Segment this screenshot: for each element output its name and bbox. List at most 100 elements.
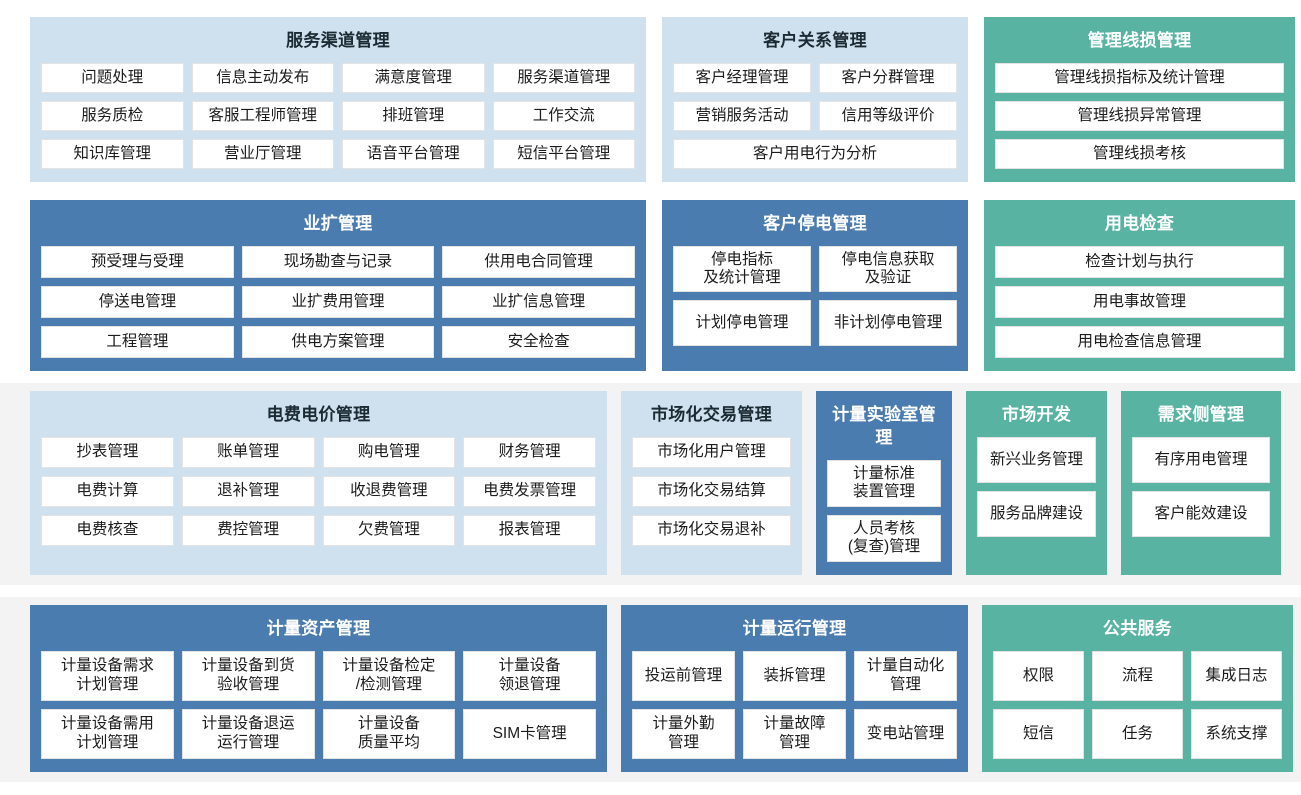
panel-management-line-loss[interactable]: 管理线损管理 管理线损指标及统计管理 管理线损异常管理 管理线损考核 — [984, 17, 1295, 182]
panel-power-inspection[interactable]: 用电检查 检查计划与执行 用电事故管理 用电检查信息管理 — [984, 199, 1295, 371]
panel-demand-side[interactable]: 需求侧管理 有序用电管理 客户能效建设 — [1121, 390, 1281, 575]
module-cell[interactable]: 计量设备需求 计划管理 — [41, 650, 174, 701]
panel-customer-relations[interactable]: 客户关系管理 客户经理管理 客户分群管理 营销服务活动 信用等级评价 客户用电行… — [662, 17, 968, 182]
panel-title: 客户关系管理 — [763, 31, 867, 50]
module-cell[interactable]: 停送电管理 — [41, 285, 234, 318]
module-cell[interactable]: 问题处理 — [41, 62, 184, 93]
module-cell[interactable]: 客户能效建设 — [1132, 490, 1270, 537]
module-cell[interactable]: 客户用电行为分析 — [673, 138, 957, 169]
module-cell[interactable]: 退补管理 — [181, 475, 315, 507]
module-cell[interactable]: 营业厅管理 — [191, 138, 334, 169]
module-cell[interactable]: 账单管理 — [181, 436, 315, 468]
module-cell[interactable]: 系统支撑 — [1191, 708, 1282, 759]
module-cell[interactable]: 停电信息获取 及验证 — [819, 245, 957, 292]
module-cell[interactable]: 客服工程师管理 — [191, 100, 334, 131]
module-cell[interactable]: 供用电合同管理 — [442, 245, 635, 278]
panel-customer-outage[interactable]: 客户停电管理 停电指标 及统计管理 停电信息获取 及验证 计划停电管理 非计划停… — [662, 199, 968, 371]
module-cell[interactable]: 知识库管理 — [41, 138, 184, 169]
panel-title: 市场化交易管理 — [650, 404, 773, 424]
module-cell[interactable]: 流程 — [1092, 650, 1183, 701]
row-gap-1 — [0, 182, 1301, 200]
module-cell[interactable]: 电费核查 — [41, 514, 174, 546]
module-cell[interactable]: 信息主动发布 — [191, 62, 334, 93]
module-cell[interactable]: 排班管理 — [342, 100, 485, 131]
module-cell[interactable]: 计量设备检定 /检测管理 — [322, 650, 456, 701]
module-cell[interactable]: 现场勘查与记录 — [241, 245, 435, 278]
module-cell[interactable]: 用电检查信息管理 — [995, 325, 1284, 358]
module-cell[interactable]: 计量标准 装置管理 — [827, 459, 941, 507]
module-cell[interactable]: 安全检查 — [442, 325, 635, 358]
module-cell[interactable]: 电费发票管理 — [463, 475, 596, 507]
module-cell[interactable]: 业扩信息管理 — [442, 285, 635, 318]
panel-metering-operation[interactable]: 计量运行管理 投运前管理 装拆管理 计量自动化 管理 计量外勤 管理 计量故障 … — [621, 604, 968, 772]
module-cell[interactable]: 抄表管理 — [41, 436, 174, 468]
module-cell[interactable]: 集成日志 — [1191, 650, 1282, 701]
module-cell[interactable]: 服务品牌建设 — [977, 490, 1096, 537]
panel-tariff-price[interactable]: 电费电价管理 抄表管理 账单管理 购电管理 财务管理 电费计算 退补管理 收退费… — [30, 390, 607, 575]
module-cell[interactable]: 市场化用户管理 — [632, 436, 791, 468]
module-cell[interactable]: 工程管理 — [41, 325, 234, 358]
module-cell[interactable]: 营销服务活动 — [673, 100, 811, 131]
module-cell[interactable]: 服务渠道管理 — [492, 62, 635, 93]
module-cell[interactable]: 非计划停电管理 — [819, 299, 957, 346]
module-cell[interactable]: 预受理与受理 — [41, 245, 234, 278]
module-cell[interactable]: 欠费管理 — [322, 514, 456, 546]
module-cell[interactable]: 计量设备需用 计划管理 — [41, 708, 174, 759]
module-cell[interactable]: 财务管理 — [463, 436, 596, 468]
module-cell[interactable]: 服务质检 — [41, 100, 184, 131]
module-cell[interactable]: 信用等级评价 — [819, 100, 957, 131]
panel-market-trading[interactable]: 市场化交易管理 市场化用户管理 市场化交易结算 市场化交易退补 — [621, 390, 802, 575]
module-cell[interactable]: 计量自动化 管理 — [854, 650, 957, 701]
module-cell[interactable]: 管理线损异常管理 — [995, 100, 1284, 131]
module-cell[interactable]: 计量设备退运 运行管理 — [181, 708, 315, 759]
module-cell[interactable]: 检查计划与执行 — [995, 245, 1284, 278]
module-cell[interactable]: 短信 — [993, 708, 1084, 759]
module-cell[interactable]: 管理线损指标及统计管理 — [995, 62, 1284, 93]
module-cell[interactable]: 计量外勤 管理 — [632, 708, 735, 759]
panel-market-development[interactable]: 市场开发 新兴业务管理 服务品牌建设 — [966, 390, 1107, 575]
panel-service-channel[interactable]: 服务渠道管理 问题处理 信息主动发布 满意度管理 服务渠道管理 服务质检 客服工… — [30, 17, 646, 182]
module-cell[interactable]: 管理线损考核 — [995, 138, 1284, 169]
module-cell[interactable]: 任务 — [1092, 708, 1183, 759]
module-cell[interactable]: 工作交流 — [492, 100, 635, 131]
module-cell[interactable]: 变电站管理 — [854, 708, 957, 759]
module-cell[interactable]: 报表管理 — [463, 514, 596, 546]
module-cell[interactable]: 供电方案管理 — [241, 325, 435, 358]
module-cell[interactable]: 新兴业务管理 — [977, 436, 1096, 483]
module-cell[interactable]: 装拆管理 — [743, 650, 846, 701]
module-cell[interactable]: 投运前管理 — [632, 650, 735, 701]
module-cell[interactable]: 人员考核 (复查)管理 — [827, 514, 941, 562]
module-cell[interactable]: 市场化交易结算 — [632, 475, 791, 507]
module-cell[interactable]: 计量设备 质量平均 — [322, 708, 456, 759]
module-cell[interactable]: 市场化交易退补 — [632, 514, 791, 546]
panel-business-expansion[interactable]: 业扩管理 预受理与受理 现场勘查与记录 供用电合同管理 停送电管理 业扩费用管理… — [30, 199, 646, 371]
panel-grid: 问题处理 信息主动发布 满意度管理 服务渠道管理 服务质检 客服工程师管理 排班… — [41, 62, 635, 169]
module-cell[interactable]: 客户经理管理 — [673, 62, 811, 93]
module-cell[interactable]: 电费计算 — [41, 475, 174, 507]
panel-title: 计量实验室管理 — [832, 404, 936, 447]
module-cell[interactable]: 业扩费用管理 — [241, 285, 435, 318]
panel-title: 计量资产管理 — [266, 618, 371, 638]
panel-grid: 检查计划与执行 用电事故管理 用电检查信息管理 — [995, 245, 1284, 358]
module-cell[interactable]: 停电指标 及统计管理 — [673, 245, 811, 292]
panel-title: 管理线损管理 — [1087, 31, 1192, 50]
top-spacer — [0, 0, 1301, 17]
panel-public-service[interactable]: 公共服务 权限 流程 集成日志 短信 任务 系统支撑 — [982, 604, 1293, 772]
module-cell[interactable]: SIM卡管理 — [463, 708, 596, 759]
module-cell[interactable]: 满意度管理 — [342, 62, 485, 93]
module-cell[interactable]: 用电事故管理 — [995, 285, 1284, 318]
module-cell[interactable]: 购电管理 — [322, 436, 456, 468]
module-cell[interactable]: 权限 — [993, 650, 1084, 701]
module-cell[interactable]: 有序用电管理 — [1132, 436, 1270, 483]
module-cell[interactable]: 语音平台管理 — [342, 138, 485, 169]
module-cell[interactable]: 计量设备到货 验收管理 — [181, 650, 315, 701]
panel-metering-lab[interactable]: 计量实验室管理 计量标准 装置管理 人员考核 (复查)管理 — [816, 390, 952, 575]
module-cell[interactable]: 计量设备 领退管理 — [463, 650, 596, 701]
module-cell[interactable]: 计量故障 管理 — [743, 708, 846, 759]
module-cell[interactable]: 短信平台管理 — [492, 138, 635, 169]
module-cell[interactable]: 收退费管理 — [322, 475, 456, 507]
module-cell[interactable]: 计划停电管理 — [673, 299, 811, 346]
module-cell[interactable]: 费控管理 — [181, 514, 315, 546]
panel-metering-asset[interactable]: 计量资产管理 计量设备需求 计划管理 计量设备到货 验收管理 计量设备检定 /检… — [30, 604, 607, 772]
module-cell[interactable]: 客户分群管理 — [819, 62, 957, 93]
